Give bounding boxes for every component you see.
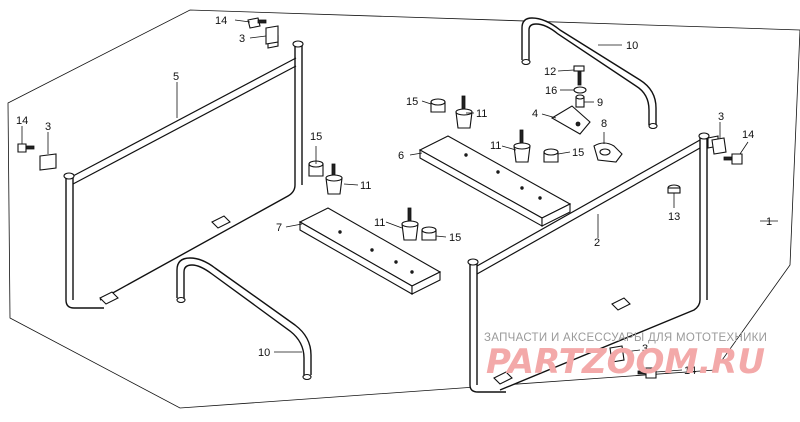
label-14-right: 14: [742, 129, 754, 141]
nut-15-a: [430, 98, 446, 113]
assembly-boundary: [7, 9, 800, 409]
label-11-center-right: 11: [490, 140, 501, 152]
label-13: 13: [668, 211, 680, 223]
watermark-caption: ЗАПЧАСТИ И АКСЕССУАРЫ ДЛЯ МОТОТЕХНИКИ: [484, 332, 767, 344]
bracket-part-3-a: [265, 25, 279, 45]
bolt-part-13: [667, 184, 681, 194]
rubber-mount-11-a: [455, 95, 473, 129]
bolt-part-12: [573, 65, 585, 86]
label-3-right: 3: [718, 111, 724, 123]
screw-part-14-d: [637, 367, 657, 379]
rubber-mount-11-c: [325, 163, 343, 195]
bracket-part-3-c: [711, 137, 727, 155]
label-16: 16: [545, 85, 557, 97]
label-14-bottom: 14: [684, 365, 696, 377]
label-9: 9: [597, 97, 603, 109]
washer-part-16: [573, 86, 587, 94]
bracket-part-4: [550, 105, 591, 135]
clamp-part-8: [593, 142, 623, 163]
label-5: 5: [173, 71, 179, 83]
part-number-labels: 14 3 5 14 3 10 12 16 9 4 8 3 14 15 11 6 …: [16, 15, 772, 377]
collar-part-9: [575, 94, 585, 108]
screw-part-14-a: [247, 17, 267, 29]
label-3-top-left: 3: [239, 33, 245, 45]
mount-plate-part-6: [418, 135, 572, 227]
nut-15-d: [421, 226, 437, 241]
mount-plate-part-7: [298, 207, 442, 295]
bracket-part-3-d: [609, 345, 625, 363]
screw-part-14-b: [17, 143, 35, 153]
label-10-top: 10: [626, 40, 638, 52]
label-11-lower: 11: [374, 217, 385, 229]
label-7: 7: [276, 222, 282, 234]
label-15-center-right: 15: [572, 147, 584, 159]
left-frame-part-5: [63, 35, 304, 309]
label-11-left-center: 11: [360, 180, 371, 192]
label-3-left: 3: [45, 121, 51, 133]
label-14-top-left: 14: [215, 15, 227, 27]
label-15-lower: 15: [449, 232, 461, 244]
handle-part-10-upper: [521, 17, 658, 130]
watermark-logo: PARTZOOM.RU: [486, 342, 765, 382]
screw-part-14-c: [723, 153, 743, 165]
label-2: 2: [594, 237, 600, 249]
label-15-center-top: 15: [406, 96, 418, 108]
handle-part-10-lower: [176, 257, 312, 381]
label-1: 1: [766, 216, 772, 228]
label-15-left-center: 15: [310, 131, 322, 143]
rubber-mount-11-b: [513, 129, 531, 163]
label-10-bottom: 10: [258, 347, 270, 359]
label-4: 4: [532, 108, 538, 120]
label-14-left: 14: [16, 115, 28, 127]
bracket-part-3-b: [39, 153, 57, 171]
label-8: 8: [601, 118, 607, 130]
label-6: 6: [398, 150, 404, 162]
label-11-center-top: 11: [476, 108, 487, 120]
label-3-bottom: 3: [642, 343, 648, 355]
rubber-mount-11-d: [401, 207, 419, 241]
leader-lines: [21, 19, 778, 373]
right-frame-part-2: [467, 132, 719, 393]
watermark: PARTZOOM.RU ЗАПЧАСТИ И АКСЕССУАРЫ ДЛЯ МО…: [484, 332, 767, 382]
nut-15-b: [543, 148, 559, 163]
label-12: 12: [544, 66, 556, 78]
